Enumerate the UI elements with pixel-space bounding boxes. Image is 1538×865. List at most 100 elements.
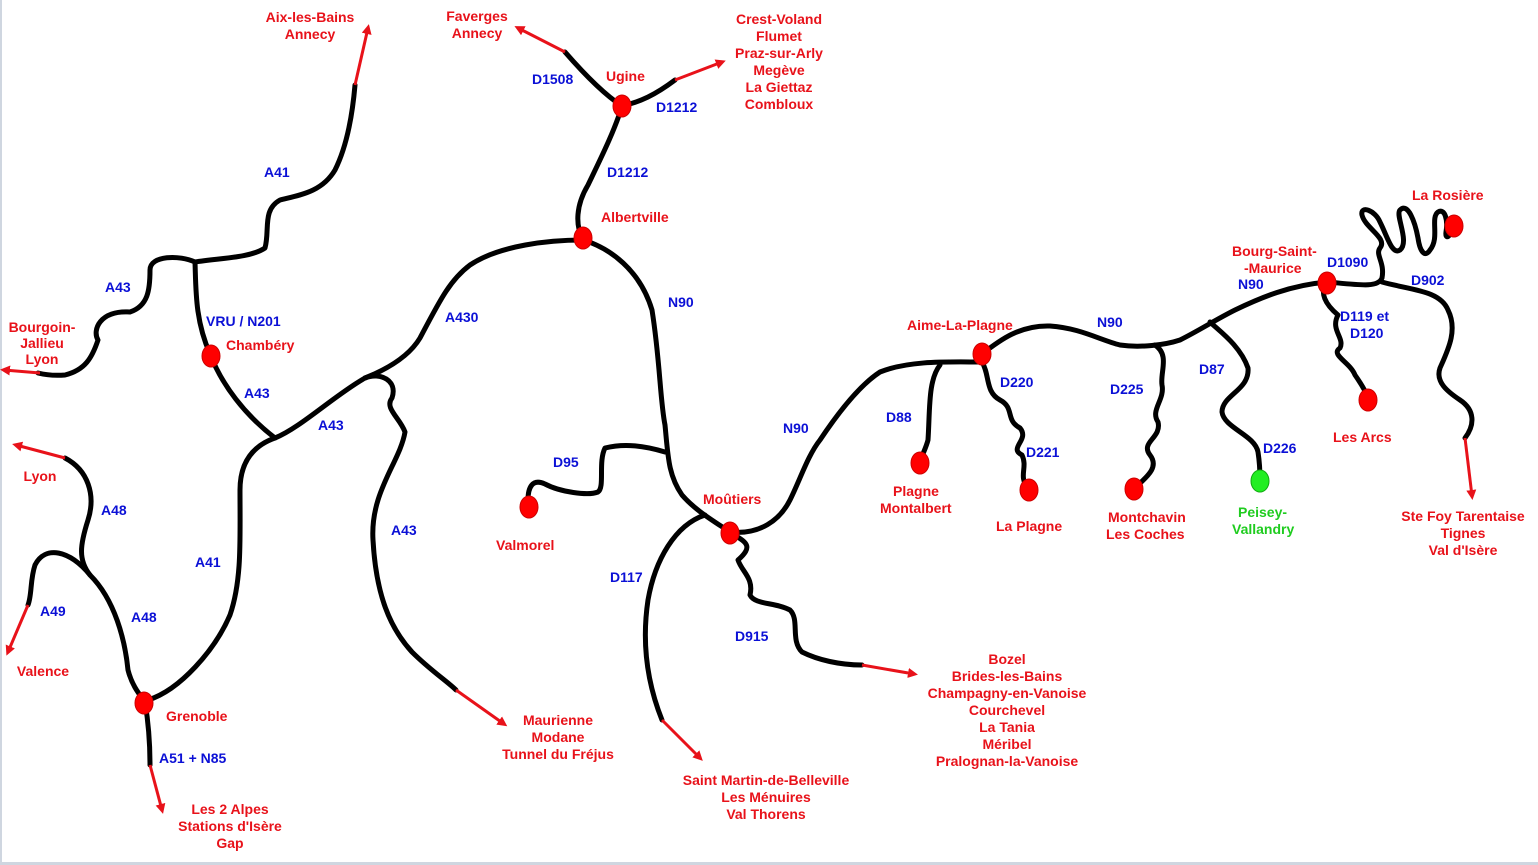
arrow-stmartin — [660, 718, 703, 761]
route-a43-a41 — [272, 375, 368, 441]
route-d119 — [1321, 279, 1371, 401]
route-a41-south — [145, 435, 278, 703]
road-label-n90-aime: N90 — [1097, 314, 1123, 330]
road-label-d117: D117 — [610, 569, 643, 585]
route-d1090-rosiere — [1325, 205, 1457, 288]
route-n90-moutiers — [727, 359, 985, 535]
route-a43-maurienne — [362, 373, 459, 693]
town-label-bsm-2: -Maurice — [1244, 260, 1302, 276]
arrow-stefoy — [1463, 437, 1477, 500]
town-markers — [134, 94, 1464, 715]
town-label-aime: Aime-La-Plagne — [907, 317, 1013, 333]
dest-stefoy-1: Ste Foy Tarentaise — [1401, 508, 1525, 524]
station-dot-la-rosiere[interactable] — [1444, 214, 1464, 238]
town-dot-ugine[interactable] — [612, 94, 632, 118]
route-a49 — [25, 550, 93, 608]
route-d902 — [1379, 279, 1475, 441]
dest-bourgoin-2: Jallieu — [20, 335, 64, 351]
dest-crest-5: La Giettaz — [746, 79, 813, 95]
road-label-d88: D88 — [886, 409, 912, 425]
road-label-d226: D226 — [1263, 440, 1297, 456]
town-dot-moutiers[interactable] — [720, 521, 740, 545]
dest-bozel-6: Méribel — [982, 736, 1031, 752]
dest-faverges-1: Faverges — [446, 8, 508, 24]
town-label-ugine: Ugine — [606, 68, 645, 84]
town-label-chambery: Chambéry — [226, 337, 295, 353]
road-label-d87: D87 — [1199, 361, 1225, 377]
station-label-les-arcs: Les Arcs — [1333, 429, 1392, 445]
road-label-d1090: D1090 — [1327, 254, 1368, 270]
station-label-la-plagne: La Plagne — [996, 518, 1062, 534]
route-d220-d221 — [979, 359, 1031, 491]
dest-crest-3: Praz-sur-Arly — [735, 45, 823, 61]
arrow-maurienne — [455, 688, 508, 727]
dest-crest-1: Crest-Voland — [736, 11, 822, 27]
station-dot-plagne-montalbert[interactable] — [910, 451, 930, 475]
station-dot-les-arcs[interactable] — [1358, 388, 1378, 412]
route-d87-d226 — [1207, 319, 1263, 483]
route-vru — [192, 259, 213, 357]
road-label-d119-2: D120 — [1350, 325, 1384, 341]
dest-crest-4: Megève — [753, 62, 805, 78]
station-labels: Valmorel Plagne Montalbert La Plagne Mon… — [496, 187, 1484, 553]
dest-stefoy-2: Tignes — [1441, 525, 1486, 541]
road-label-n90-albertville: N90 — [668, 294, 694, 310]
road-label-d220: D220 — [1000, 374, 1034, 390]
road-label-d1212-south: D1212 — [607, 164, 648, 180]
road-label-a43-nw: A43 — [105, 279, 131, 295]
dest-stefoy-3: Val d'Isère — [1429, 542, 1498, 558]
road-label-a48-lower: A48 — [131, 609, 157, 625]
dest-valence: Valence — [17, 663, 69, 679]
station-label-valmorel: Valmorel — [496, 537, 554, 553]
station-dot-peisey[interactable] — [1250, 469, 1270, 493]
dest-crest-6: Combloux — [745, 96, 814, 112]
road-label-d119-1: D119 et — [1340, 308, 1389, 324]
arrow-lyon — [12, 441, 66, 460]
dest-stmartin-3: Val Thorens — [726, 806, 806, 822]
town-label-grenoble: Grenoble — [166, 708, 228, 724]
road-labels: A41 A43 VRU / N201 A43 A43 A430 A43 A41 … — [40, 71, 1445, 766]
dest-maurienne-1: Maurienne — [523, 712, 593, 728]
route-d225 — [1132, 342, 1166, 491]
station-label-peisey-1: Peisey- — [1238, 504, 1287, 520]
arrow-bourgoin — [0, 365, 41, 376]
route-d1212-south — [575, 103, 625, 243]
town-dot-albertville[interactable] — [573, 226, 593, 250]
dest-deuxalpes-3: Gap — [216, 835, 243, 851]
station-label-plagne-2: Montalbert — [880, 500, 952, 516]
town-dot-grenoble[interactable] — [134, 691, 154, 715]
dest-maurienne-2: Modane — [532, 729, 585, 745]
dest-deuxalpes-2: Stations d'Isère — [178, 818, 282, 834]
station-label-plagne-1: Plagne — [893, 483, 939, 499]
town-label-albertville: Albertville — [601, 209, 669, 225]
station-dot-valmorel[interactable] — [519, 495, 539, 519]
dest-lyon: Lyon — [24, 468, 57, 484]
arrow-bozel — [861, 663, 918, 678]
road-label-d902: D902 — [1411, 272, 1445, 288]
road-label-d221: D221 — [1026, 444, 1060, 460]
route-network — [25, 49, 1475, 768]
arrow-faverges — [514, 26, 566, 54]
arrow-valence — [5, 604, 30, 656]
dest-deuxalpes-1: Les 2 Alpes — [191, 801, 269, 817]
dest-aix-2: Annecy — [285, 26, 336, 42]
route-a43-west — [35, 255, 198, 378]
town-dot-bsm[interactable] — [1317, 271, 1337, 295]
dest-bozel-1: Bozel — [988, 651, 1025, 667]
frame-bottom-border — [0, 862, 1538, 865]
route-d915 — [727, 529, 865, 668]
dest-bourgoin-3: Lyon — [26, 351, 59, 367]
station-dot-montchavin[interactable] — [1124, 477, 1144, 501]
town-dot-aime[interactable] — [972, 342, 992, 366]
road-label-d95: D95 — [553, 454, 579, 470]
arrow-crest — [674, 59, 726, 82]
station-dot-la-plagne[interactable] — [1019, 478, 1039, 502]
road-label-d1212-east: D1212 — [656, 99, 697, 115]
arrow-aix — [353, 24, 372, 86]
town-dot-chambery[interactable] — [201, 344, 221, 368]
dest-bozel-4: Courchevel — [969, 702, 1045, 718]
dest-bourgoin-1: Bourgoin- — [9, 319, 76, 335]
arrow-deuxalpes — [148, 764, 166, 814]
road-label-d1508: D1508 — [532, 71, 573, 87]
